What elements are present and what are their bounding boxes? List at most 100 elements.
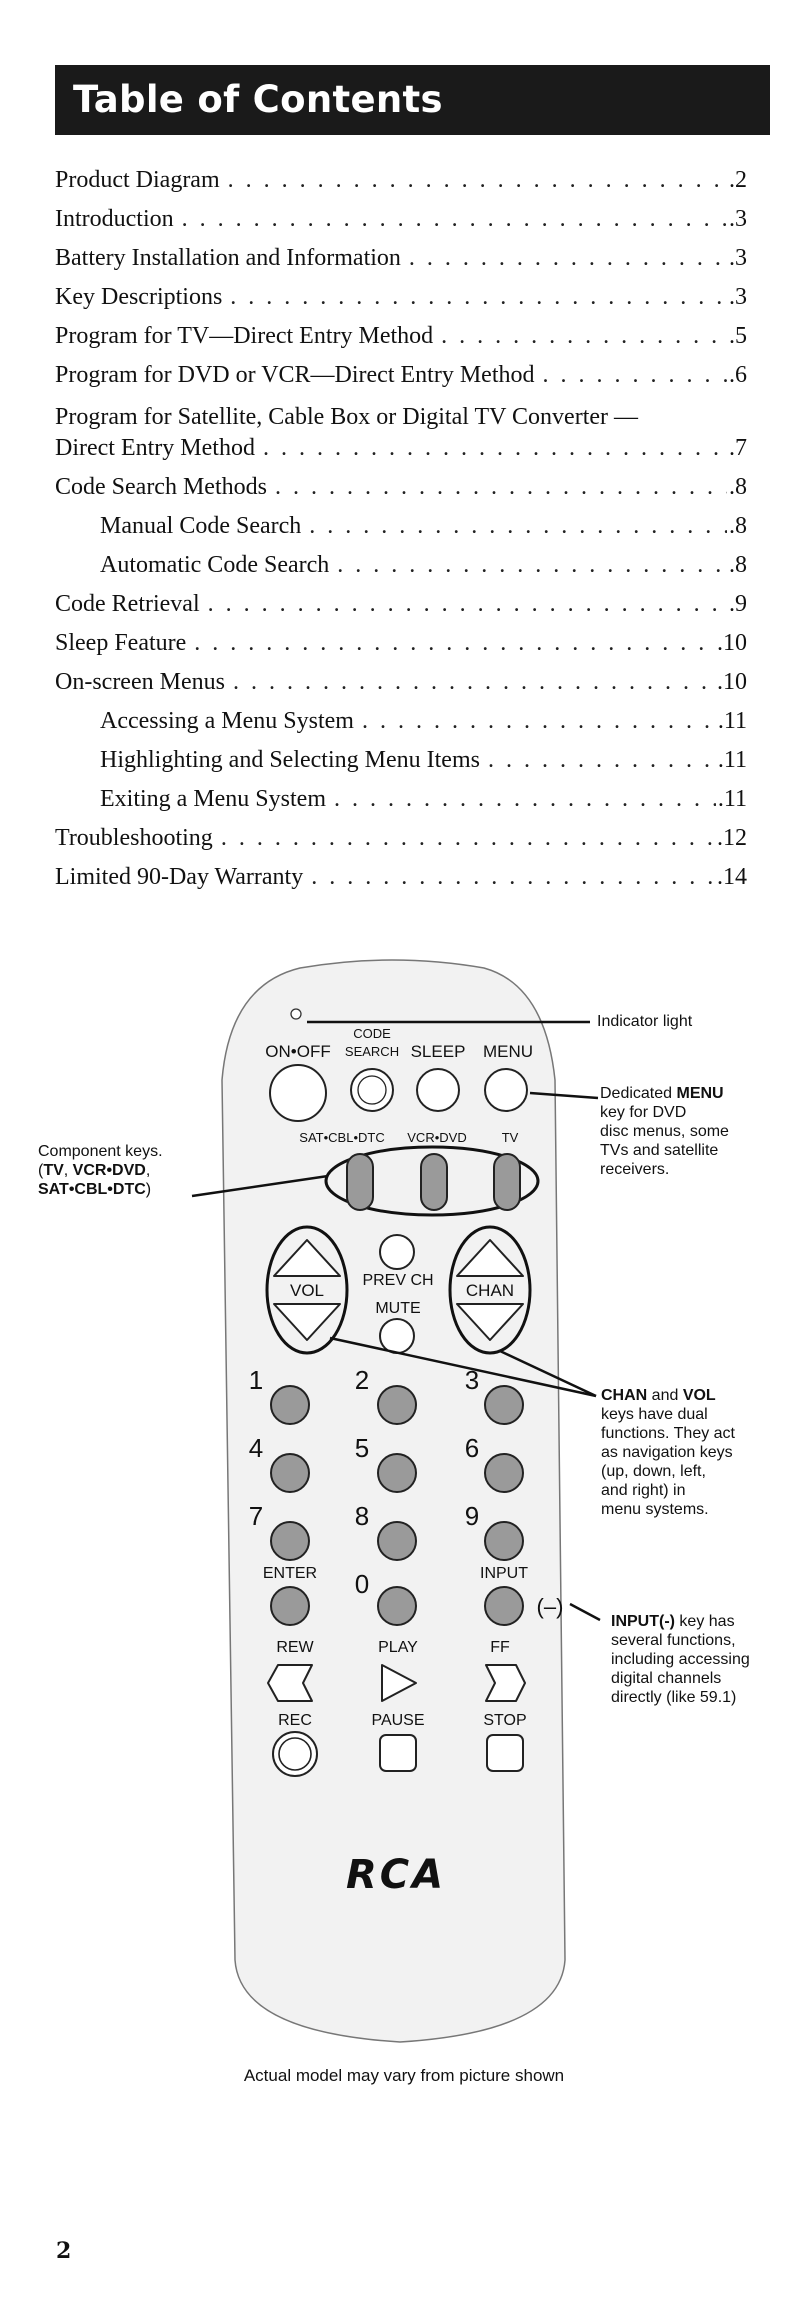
rew-button[interactable] [267,1664,313,1702]
toc-entry-title: Highlighting and Selecting Menu Items [100,747,480,773]
toc-entry-page: .10 [717,630,747,656]
digit-label: 3 [465,1365,479,1395]
menu-button[interactable] [484,1068,528,1112]
toc-entry-page: .3 [729,245,747,271]
toc-entry-page: .12 [717,825,747,851]
input-callout: INPUT(-) key has several functions, incl… [611,1612,750,1707]
component-callout-sat: SAT•CBL•DTC [38,1181,146,1198]
chanvol-callout: CHAN and VOL keys have dual functions. T… [601,1386,735,1519]
play-button[interactable] [381,1664,417,1702]
digit-button[interactable] [377,1586,417,1626]
input-callout-bold: INPUT(-) [611,1613,675,1630]
toc-entry: Program for DVD or VCR—Direct Entry Meth… [55,357,747,393]
rec-label: REC [278,1712,312,1729]
sat-cbl-dtc-button[interactable] [346,1153,374,1211]
toc-entry-title: Troubleshooting [55,825,213,851]
toc-entry-title: Battery Installation and Information [55,245,401,271]
toc-entry: Code Retrieval . . . . . . . . . . . . . … [55,586,747,622]
toc-entry-page: .3 [729,284,747,310]
toc-leader: . . . . . . . . . . . . . . . . . . . . … [207,591,727,617]
pause-button[interactable] [379,1734,417,1772]
component-callout-title: Component keys. [38,1143,163,1160]
toc-entry-page: .3 [729,206,747,232]
sleep-label: SLEEP [411,1042,466,1061]
digit-label: 9 [465,1501,479,1531]
toc-entry-title: Direct Entry Method [55,435,255,461]
toc-entry: On-screen Menus. . . . . . . . . . . . .… [55,664,747,700]
digit-button[interactable] [377,1453,417,1493]
digit-button[interactable] [270,1521,310,1561]
code-search-label: SEARCH [345,1044,399,1059]
tv-label: TV [502,1130,519,1145]
sleep-button[interactable] [416,1068,460,1112]
toc-leader: . . . . . . . . . . . . . . . . . . . . … [274,474,727,500]
chanvol-callout-line: functions. They act [601,1425,735,1442]
digit-button[interactable] [377,1385,417,1425]
toc-entry-title: Code Retrieval [55,591,200,617]
mute-button[interactable] [379,1318,415,1354]
page-number: 2 [56,2238,72,2264]
component-leader-line [191,1174,329,1198]
component-callout-vcr: VCR•DVD [72,1162,146,1179]
ff-label: FF [490,1639,510,1656]
input-callout-line: directly (like 59.1) [611,1689,737,1706]
vcr-dvd-label: VCR•DVD [407,1130,466,1145]
chan-keys-highlight [448,1225,532,1355]
code-search-button[interactable] [350,1068,394,1112]
chan-label: CHAN [466,1281,514,1300]
enter-button[interactable] [270,1586,310,1626]
menu-callout-bold: MENU [676,1085,724,1102]
toc-entry-title: Program for DVD or VCR—Direct Entry Meth… [55,362,535,388]
prev-ch-button[interactable] [379,1234,415,1270]
vcr-dvd-button[interactable] [420,1153,448,1211]
input-button[interactable] [484,1586,524,1626]
vol-down-button[interactable] [273,1303,341,1341]
digit-button[interactable] [484,1385,524,1425]
digit-button[interactable] [270,1385,310,1425]
chanvol-callout-chan: CHAN [601,1387,648,1404]
toc-leader: . . . . . . . . . . . . . . . . . . . . … [361,708,716,734]
toc-entry-page: .7 [729,435,747,461]
on-off-button[interactable] [269,1064,327,1122]
chanvol-callout-line: (up, down, left, [601,1463,706,1480]
menu-callout-line: disc menus, some [600,1123,729,1140]
vol-up-button[interactable] [273,1239,341,1277]
toc-leader: . . . . . . . . . . . . . . . . . . . . … [220,825,715,851]
vol-keys-highlight [265,1225,349,1355]
stop-button[interactable] [486,1734,524,1772]
toc-entry-title: Exiting a Menu System [100,786,326,812]
menu-callout-pre: Dedicated [600,1085,677,1102]
toc-entry-page: .2 [729,167,747,193]
toc-entry: Battery Installation and Information. . … [55,240,747,276]
code-search-button-ring [357,1075,387,1105]
digit-label: 8 [355,1501,369,1531]
on-off-label: ON•OFF [265,1042,330,1061]
digit-button[interactable] [270,1453,310,1493]
ff-button[interactable] [485,1664,526,1702]
chan-down-button[interactable] [456,1303,524,1341]
chanvol-leader-line [499,1349,597,1398]
toc-leader: . . . . . . . . . . . . . . . . . . . . … [441,323,727,349]
digit-label: 2 [355,1365,369,1395]
title-bar: Table of Contents [55,65,770,135]
component-keys-highlight [324,1145,540,1217]
pause-label: PAUSE [371,1712,424,1729]
digit-label: 6 [465,1433,479,1463]
chan-up-button[interactable] [456,1239,524,1277]
toc-leader: . . . . . . . . . . . . . . . . . . . . … [333,786,716,812]
digit-button[interactable] [484,1453,524,1493]
toc-leader: . . . . . . . . . . . . . . . . . . . . … [227,167,727,193]
digit-button[interactable] [484,1521,524,1561]
toc-entry-page: .11 [717,747,747,773]
toc-entry-title: Limited 90-Day Warranty [55,864,304,890]
toc-entry: Highlighting and Selecting Menu Items. .… [100,742,747,778]
enter-label: ENTER [263,1565,317,1582]
toc-entry-title: Key Descriptions [55,284,223,310]
chanvol-leader-line [329,1336,597,1398]
digit-button[interactable] [377,1521,417,1561]
chanvol-callout-line: keys have dual [601,1406,708,1423]
tv-button[interactable] [493,1153,521,1211]
toc-entry: Direct Entry Method. . . . . . . . . . .… [55,430,747,466]
menu-label: MENU [483,1042,533,1061]
toc-entry: Accessing a Menu System. . . . . . . . .… [100,703,747,739]
